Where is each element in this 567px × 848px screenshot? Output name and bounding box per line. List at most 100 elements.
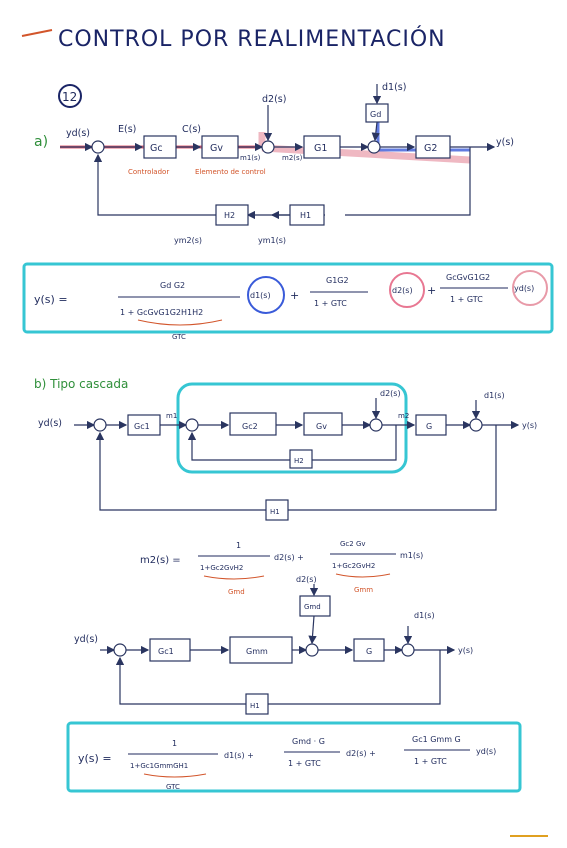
b-sum-2 (185, 418, 199, 432)
page-title: CONTROL POR REALIMENTACIÓN (58, 26, 446, 52)
b-t1-den: 1+Gc1GmmGH1 (130, 762, 188, 770)
b-label-Gv: Gv (316, 422, 327, 431)
eq-m2-f1-var: d2(s) + (274, 553, 304, 562)
eq-m2-f1-den: 1+Gc2GvH2 (200, 564, 243, 572)
b-t3-var: yd(s) (476, 747, 496, 756)
d2-label-d1: d1(s) (414, 611, 435, 620)
b-label-H2: H2 (294, 457, 304, 465)
a-sum-junction-2 (261, 140, 275, 154)
label-H1: H1 (300, 211, 311, 220)
eq-m2-gmm: Gmm (354, 586, 373, 594)
block-Gc2 (229, 412, 277, 436)
part-b-label: b) Tipo cascada (34, 377, 128, 391)
problem-number-circle (58, 84, 82, 108)
a-t1-num: Gd G2 (160, 281, 185, 290)
label-G1: G1 (314, 143, 327, 154)
annot-controller: Controlador (128, 168, 169, 176)
label-Gc: Gc (150, 143, 163, 154)
a-sum-junction-3 (367, 140, 381, 154)
b-t2-den: 1 + GTC (288, 759, 321, 768)
eq-m2-lhs: m2(s) = (140, 555, 181, 566)
b-label-d1: d1(s) (484, 391, 505, 400)
circle-d1 (247, 276, 285, 314)
formula-box-a (22, 262, 554, 334)
b-label-Gc2: Gc2 (242, 422, 258, 431)
d2-label-Gmm: Gmm (246, 647, 268, 656)
annot-element: Elemento de control (195, 168, 266, 176)
b-t1-var: d1(s) + (224, 751, 254, 760)
label-ym2: ym2(s) (174, 236, 202, 245)
circle-yd (512, 270, 548, 306)
d2-label-Gc1: Gc1 (158, 647, 174, 656)
d2-label-G: G (366, 647, 372, 656)
d2-label-Gmd: Gmd (304, 603, 321, 611)
a-t3-den: 1 + GTC (450, 295, 483, 304)
eq-m2-f1-num: 1 (236, 541, 241, 550)
eq-m2-f2-var: m1(s) (400, 551, 423, 560)
b-t3-den: 1 + GTC (414, 757, 447, 766)
a-input-label: yd(s) (66, 128, 90, 139)
b-label-m1: m1 (166, 412, 177, 420)
a-t1-var: d1(s) (250, 291, 271, 300)
a-plus-1: + (290, 289, 299, 302)
b-t3-num: Gc1 Gmm G (412, 735, 461, 744)
b-gtc: GTC (166, 783, 180, 791)
b-sum-4 (469, 418, 483, 432)
label-ym1: ym1(s) (258, 236, 286, 245)
d2-input: yd(s) (74, 634, 98, 645)
b-sum-1 (93, 418, 107, 432)
a-t2-den: 1 + GTC (314, 299, 347, 308)
b-sum-3 (369, 418, 383, 432)
block-Gv-b (303, 412, 343, 436)
label-E: E(s) (118, 124, 136, 135)
label-m1: m1(s) (240, 154, 261, 162)
d2-label-H1: H1 (250, 702, 260, 710)
label-output-a: y(s) (496, 137, 514, 148)
b-t2-var: d2(s) + (346, 749, 376, 758)
a-sum-junction-1 (91, 140, 105, 154)
d2-sum-1 (113, 643, 127, 657)
b-label-d2: d2(s) (380, 389, 401, 398)
b-label-m2: m2 (398, 412, 409, 420)
label-H2: H2 (224, 211, 235, 220)
problem-number: 12 (62, 90, 77, 104)
label-d1: d1(s) (382, 82, 406, 93)
eq-m2-f2-den: 1+Gc2GvH2 (332, 562, 375, 570)
b-input-label: yd(s) (38, 418, 62, 429)
d2-sum-3 (401, 643, 415, 657)
d2-label-output: y(s) (458, 646, 473, 655)
label-C: C(s) (182, 124, 201, 135)
a-plus-2: + (427, 284, 436, 297)
label-d2: d2(s) (262, 94, 286, 105)
circle-d2 (389, 272, 425, 308)
a-formula-lhs: y(s) = (34, 293, 68, 306)
b-label-H1: H1 (270, 508, 280, 516)
a-t1-den: 1 + GcGvG1G2H1H2 (120, 308, 203, 317)
b-label-output: y(s) (522, 421, 537, 430)
eq-m2-f2-num: Gc2 Gv (340, 540, 366, 548)
b-formula-lhs: y(s) = (78, 752, 112, 765)
label-m2: m2(s) (282, 154, 303, 162)
formula-box-b (66, 721, 522, 793)
label-Gd: Gd (370, 110, 381, 119)
part-a-label: a) (34, 134, 48, 150)
block-H2-b (289, 449, 313, 469)
a-t3-num: GcGvG1G2 (446, 273, 490, 282)
a-t2-var: d2(s) (392, 286, 413, 295)
b-t1-num: 1 (172, 739, 177, 748)
cascade-inner-loop-box (176, 382, 408, 474)
d2-label-d2: d2(s) (296, 575, 317, 584)
label-G2: G2 (424, 143, 437, 154)
a-t3-var: yd(s) (514, 284, 534, 293)
title-dash (21, 29, 53, 37)
b-label-Gc1: Gc1 (134, 422, 150, 431)
eq-m2-gmd: Gmd (228, 588, 245, 596)
d2-sum-2 (305, 643, 319, 657)
a-t2-num: G1G2 (326, 276, 349, 285)
label-Gv: Gv (210, 143, 223, 154)
a-gtc: GTC (172, 333, 186, 341)
b-t2-num: Gmd · G (292, 737, 325, 746)
b-label-G: G (426, 422, 432, 431)
